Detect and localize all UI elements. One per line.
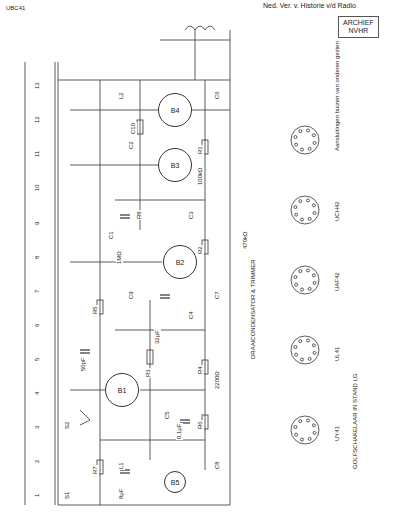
node-text: B2: [176, 259, 185, 266]
schematic-label: UAF42: [334, 271, 341, 292]
tube-symbol: B5: [164, 471, 186, 493]
schematic-label: C10: [130, 122, 137, 135]
schematic-label: 11: [34, 150, 41, 158]
schematic-label: 6: [34, 323, 41, 328]
schematic-label: 8: [34, 255, 41, 260]
schematic-label: 50pF: [80, 356, 87, 372]
schematic-label: 3: [34, 425, 41, 430]
schematic-label: DRAAICONDENSATOR & TRIMMER: [250, 258, 257, 360]
schematic-label: UY41: [334, 425, 341, 442]
schematic-label: Aansluitingen buizen van onderen gezien: [334, 40, 341, 152]
schematic-label: 100kΩ: [197, 167, 204, 187]
schematic-label: C1: [108, 230, 115, 240]
schematic-label: UBC41: [5, 5, 26, 12]
schematic-label: 9: [34, 221, 41, 226]
tube-symbol: B1: [105, 373, 139, 407]
schematic-label: 0,1μF: [176, 423, 183, 440]
schematic-label: R4: [197, 365, 204, 375]
schematic-label: UL41: [334, 346, 341, 362]
schematic-label: C6: [214, 90, 221, 100]
schematic-label: 32μF: [154, 329, 161, 345]
schematic-label: S2: [64, 421, 71, 430]
schematic-label: S1: [64, 491, 71, 500]
schematic-label: C5: [164, 410, 171, 420]
schematic-label: 1: [34, 493, 41, 498]
schematic-label: 13: [34, 81, 41, 90]
schematic-label: R6: [197, 420, 204, 430]
node-text: B4: [171, 107, 180, 114]
schematic-label: 2: [34, 459, 41, 464]
tube-symbol: B3: [158, 148, 192, 182]
schematic-label: C9: [128, 290, 135, 300]
schematic-label: 12: [34, 115, 41, 124]
schematic-label: 2200Ω: [214, 370, 221, 390]
schematic-label: 470kΩ: [242, 231, 249, 251]
schematic-label: C4: [188, 310, 195, 320]
schematic-label: UCH42: [334, 200, 341, 222]
schematic-label: 7: [34, 289, 41, 294]
schematic-label: L1: [118, 461, 125, 470]
schematic-label: R2: [197, 245, 204, 255]
schematic-label: R5: [92, 305, 99, 315]
schematic-label: C8: [214, 460, 221, 470]
archive-note: Ned. Ver. v. Historie v/d Radio: [262, 2, 357, 9]
schematic-label: R3: [145, 368, 152, 378]
tube-symbol: B2: [163, 245, 197, 279]
node-text: B3: [171, 162, 180, 169]
schematic-label: R1: [197, 145, 204, 155]
archive-stamp: ARCHIEFNVHR: [338, 16, 379, 38]
schematic-label: 4: [34, 391, 41, 396]
schematic-label: 8μF: [118, 488, 125, 500]
node-text: ARCHIEF: [343, 19, 374, 27]
schematic-label: C3: [188, 210, 195, 220]
node-text: NVHR: [348, 27, 368, 35]
node-text: B5: [171, 479, 180, 486]
schematic-label: C7: [214, 290, 221, 300]
schematic-label: L2: [118, 91, 125, 100]
node-text: B1: [118, 387, 127, 394]
schematic-label: 1MΩ: [116, 250, 123, 265]
schematic-label: 10: [34, 183, 41, 192]
schematic-label: R8: [136, 210, 143, 220]
schematic-label: R7: [92, 465, 99, 475]
schematic-label: C2: [128, 140, 135, 150]
schematic-label: GOLFSCHAKELAAR IN STAND LG: [352, 372, 359, 470]
schematic-label: 5: [34, 357, 41, 362]
tube-symbol: B4: [158, 93, 192, 127]
